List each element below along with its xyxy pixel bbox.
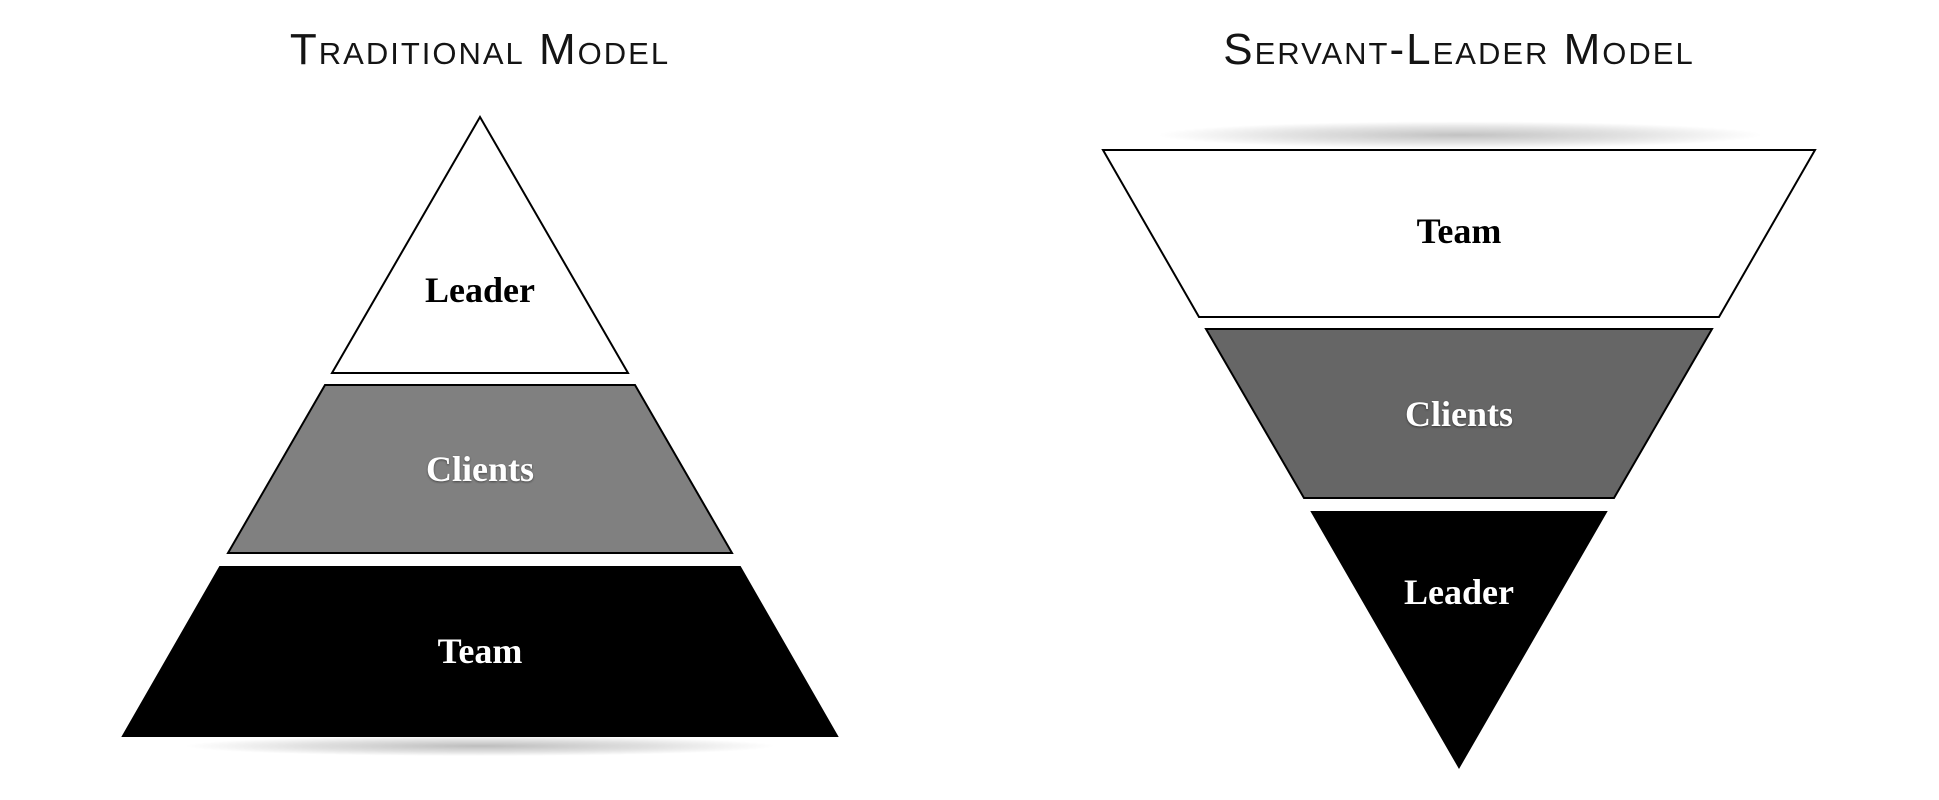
traditional-clients-label: Clients — [426, 449, 534, 489]
traditional-model-title: Traditional Model — [289, 25, 671, 74]
servant-clients-label: Clients — [1405, 394, 1513, 434]
servant-leader-model-title: Servant-Leader Model — [1223, 25, 1695, 74]
traditional-team-segment — [121, 566, 839, 737]
servant-team-label: Team — [1417, 211, 1502, 251]
servant-team-segment — [1101, 149, 1817, 318]
traditional-team-label: Team — [438, 631, 523, 671]
traditional-leader-segment — [330, 115, 630, 374]
traditional-clients-segment — [226, 384, 734, 554]
servant-leader-segment — [1310, 511, 1608, 770]
traditional-leader-label: Leader — [425, 270, 535, 310]
servant-leader-label: Leader — [1404, 572, 1514, 612]
servant-clients-segment — [1204, 328, 1714, 499]
servant-leader-pyramid: Team Clients Leader — [1101, 149, 1817, 770]
traditional-pyramid: Leader Clients Team — [121, 115, 839, 737]
